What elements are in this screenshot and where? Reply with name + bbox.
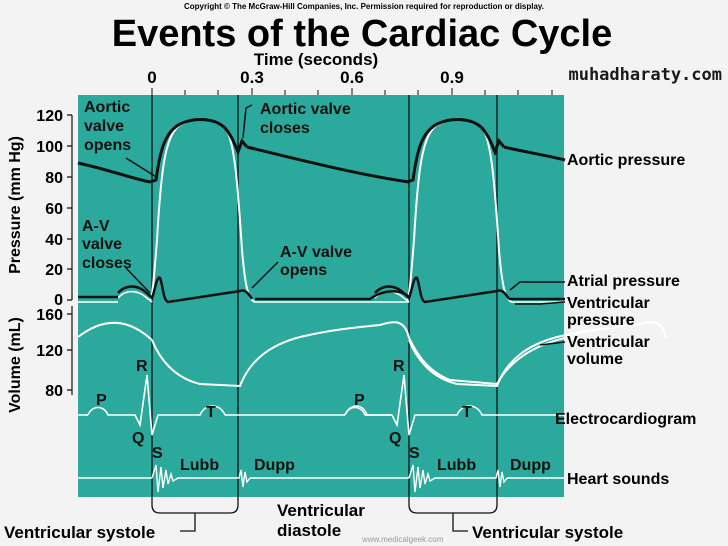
aortic-pressure-trace xyxy=(77,161,151,184)
ecg-r-label: R xyxy=(136,358,148,375)
site-watermark: muhadharaty.com xyxy=(568,65,722,85)
copyright-text: Copyright © The McGraw-Hill Companies, I… xyxy=(184,2,544,11)
watermark: www.medicalgeek.com xyxy=(361,535,444,544)
ecg-t-label: T xyxy=(462,404,472,421)
pressure-axis-label: Pressure (mm Hg) xyxy=(7,136,24,274)
ecg-s-label: S xyxy=(409,445,420,462)
volume-tick: 120 xyxy=(36,343,63,360)
pressure-tick: 120 xyxy=(36,108,63,125)
ecg-p-label: P xyxy=(354,392,365,409)
ecg-q-label: Q xyxy=(132,430,144,447)
time-ticks: 0 0.3 0.6 0.9 xyxy=(147,68,464,87)
atrial-pressure-trace xyxy=(78,290,565,301)
page-title: Events of the Cardiac Cycle xyxy=(112,13,613,55)
time-tick: 0 xyxy=(147,68,156,87)
ecg-s-label: S xyxy=(152,445,163,462)
pressure-tick: 100 xyxy=(36,139,63,156)
trace-connectors xyxy=(77,145,566,479)
pressure-tick: 40 xyxy=(45,232,63,249)
time-tick: 0.9 xyxy=(440,68,464,87)
time-axis-label: Time (seconds) xyxy=(254,50,378,69)
annotation-pointers xyxy=(125,104,566,346)
lubb-label: Lubb xyxy=(180,457,219,474)
atrial-pressure-label: Atrial pressure xyxy=(567,273,680,290)
pressure-tick: 20 xyxy=(45,262,63,279)
ecg-t-label: T xyxy=(206,404,216,421)
time-tick: 0.3 xyxy=(240,68,264,87)
ecg-trace xyxy=(78,405,565,416)
volume-tick: 160 xyxy=(36,307,63,324)
lubb-label: Lubb xyxy=(437,457,476,474)
pressure-tick: 80 xyxy=(45,170,63,187)
volume-ticks: 160 120 80 xyxy=(36,307,63,400)
ventricular-systole-label: Ventricular systole xyxy=(472,523,623,542)
ventricular-volume-trace xyxy=(77,321,566,386)
ecg-p-label: P xyxy=(96,392,107,409)
trace-labels: Aortic pressure Atrial pressure Ventricu… xyxy=(555,152,696,488)
dupp-label: Dupp xyxy=(254,457,295,474)
ecg-wave-labels: P R Q S T P R Q S T Lubb Dupp Lubb Dupp xyxy=(96,358,551,474)
aortic-pressure-trace xyxy=(503,145,566,162)
dupp-label: Dupp xyxy=(510,457,551,474)
time-tick-marks xyxy=(151,88,553,95)
time-tick: 0.6 xyxy=(340,68,364,87)
volume-tick: 80 xyxy=(45,383,63,400)
ventricular-systole-label: Ventricular systole xyxy=(4,523,155,542)
heart-sounds-label: Heart sounds xyxy=(567,471,669,488)
pressure-axis-line xyxy=(67,114,73,395)
ecg-label: Electrocardiogram xyxy=(555,411,696,428)
pressure-tick: 60 xyxy=(45,201,63,218)
volume-axis-label: Volume (mL) xyxy=(7,317,24,413)
aortic-pressure-trace xyxy=(246,145,410,184)
pressure-tick: 0 xyxy=(54,292,63,309)
aortic-pressure-label: Aortic pressure xyxy=(567,152,685,169)
ecg-q-label: Q xyxy=(389,430,401,447)
phase-lines xyxy=(151,95,498,532)
pressure-ticks: 120 100 80 60 40 20 0 xyxy=(36,108,63,309)
ecg-r-label: R xyxy=(393,358,405,375)
